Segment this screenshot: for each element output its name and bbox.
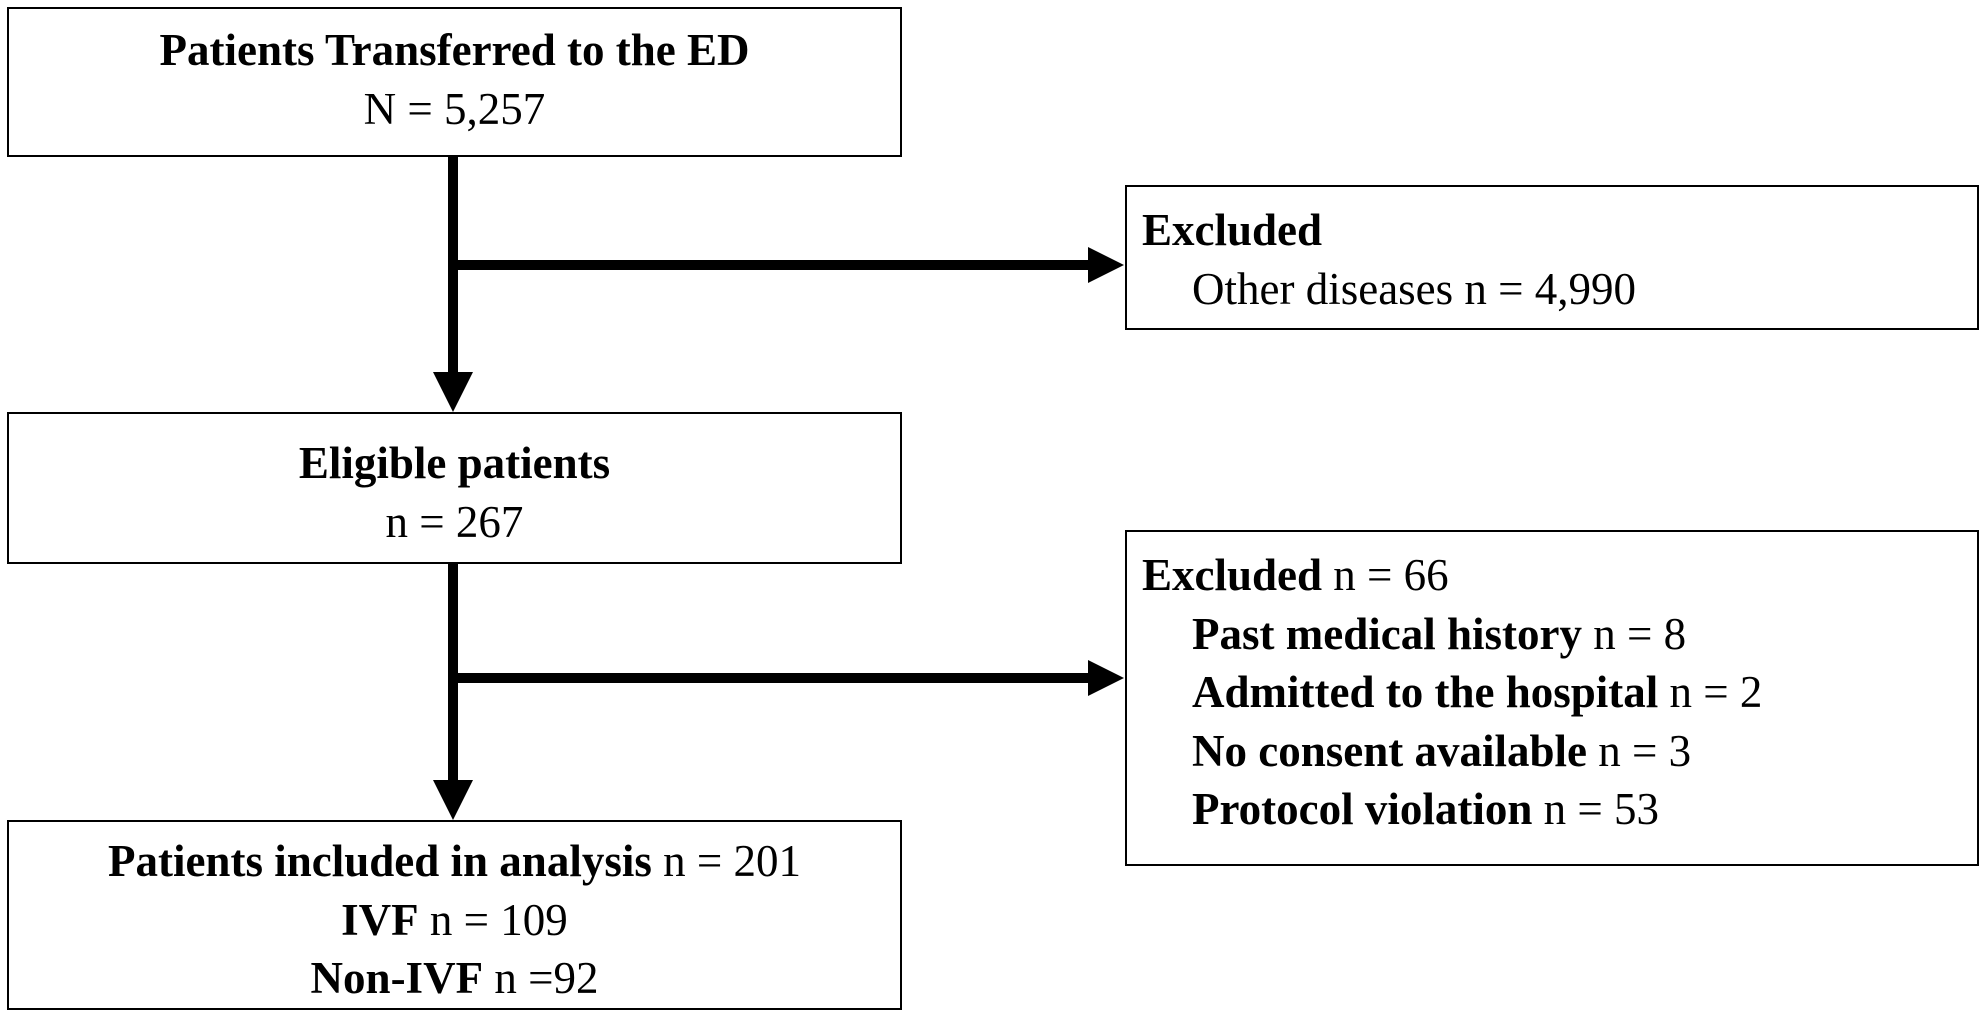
- group-count: n =92: [494, 953, 599, 1003]
- group-row-ivf: IVF n = 109: [9, 891, 900, 950]
- excluded-1-reason-row: Other diseases n = 4,990: [1142, 260, 1977, 319]
- excluded-1-title: Excluded: [1142, 205, 1323, 255]
- arrowhead-to-eligible: [433, 372, 473, 412]
- included-header: Patients included in analysis n = 201: [9, 832, 900, 891]
- excluded-2-title: Excluded: [1142, 550, 1323, 600]
- included-title: Patients included in analysis: [107, 836, 652, 886]
- excluded-reason-label: Protocol violation: [1192, 784, 1533, 834]
- excluded-reason-label: Past medical history: [1192, 608, 1582, 659]
- arrowhead-to-included: [433, 780, 473, 820]
- list-item: Protocol violation n = 53: [1142, 780, 1977, 839]
- excluded-reason-count: n = 2: [1669, 667, 1763, 717]
- transferred-count: N = 5,257: [363, 83, 546, 134]
- list-item: Past medical history n = 8: [1142, 605, 1977, 664]
- box-patients-transferred: Patients Transferred to the ED N = 5,257: [7, 7, 902, 157]
- box-excluded-reasons: Excluded n = 66 Past medical history n =…: [1125, 530, 1979, 866]
- arrowhead-to-excluded-1: [1088, 247, 1124, 283]
- eligible-count: n = 267: [385, 496, 524, 547]
- arrowhead-to-excluded-2: [1088, 660, 1124, 696]
- excluded-reason-label: Admitted to the hospital: [1192, 667, 1659, 717]
- list-item: No consent available n = 3: [1142, 722, 1977, 781]
- box-included-in-analysis: Patients included in analysis n = 201 IV…: [7, 820, 902, 1010]
- excluded-reason-count: n = 53: [1543, 784, 1660, 834]
- excluded-reason-count: n = 8: [1593, 608, 1687, 659]
- excluded-2-count: n = 66: [1333, 550, 1449, 600]
- excluded-1-reason-count: n = 4,990: [1464, 263, 1637, 314]
- group-row-non-ivf: Non-IVF n =92: [9, 949, 900, 1008]
- excluded-reason-count: n = 3: [1598, 725, 1692, 776]
- group-label: Non-IVF: [310, 953, 484, 1003]
- list-item: Admitted to the hospital n = 2: [1142, 663, 1977, 722]
- included-count: n = 201: [663, 836, 801, 886]
- box-excluded-other-diseases: Excluded Other diseases n = 4,990: [1125, 185, 1979, 330]
- transferred-title: Patients Transferred to the ED: [159, 25, 750, 75]
- group-label: IVF: [341, 894, 419, 945]
- excluded-2-header: Excluded n = 66: [1142, 546, 1977, 605]
- box-eligible-patients: Eligible patients n = 267: [7, 412, 902, 564]
- excluded-reason-label: No consent available: [1192, 725, 1588, 776]
- excluded-1-reason: Other diseases: [1192, 263, 1454, 314]
- group-count: n = 109: [429, 894, 568, 945]
- eligible-title: Eligible patients: [298, 438, 611, 488]
